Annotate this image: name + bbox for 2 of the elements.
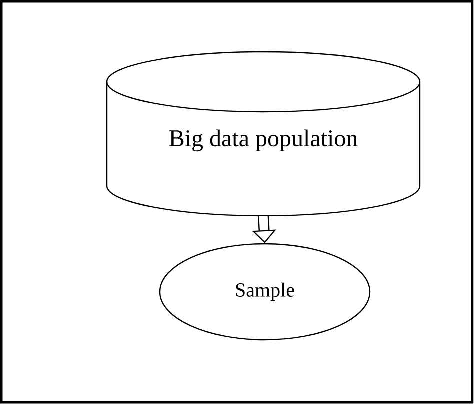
cylinder: Big data population [106,51,421,217]
node-label: Big data population [170,130,358,152]
